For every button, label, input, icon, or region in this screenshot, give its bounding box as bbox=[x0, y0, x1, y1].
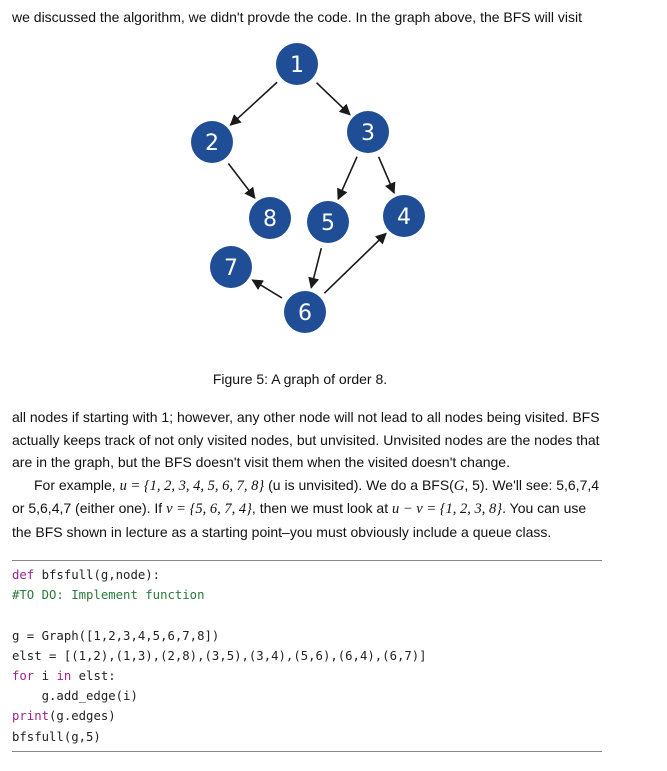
code-block: def bfsfull(g,node): #TO DO: Implement fu… bbox=[12, 565, 427, 747]
edge-3-5 bbox=[337, 156, 358, 201]
code-blank bbox=[12, 605, 427, 625]
keyword-in: in bbox=[56, 669, 72, 684]
node-label-7: 7 bbox=[224, 256, 238, 281]
code-line-graph: g = Graph([1,2,3,4,5,6,7,8]) bbox=[12, 628, 220, 643]
para-line-4-note: (u is unvisited). bbox=[268, 476, 363, 493]
code-line-for: for i in elst: bbox=[12, 666, 427, 686]
node-5: 5 bbox=[307, 201, 349, 243]
para-line-4: For example, u = {1, 2, 3, 4, 5, 6, 7, 8… bbox=[12, 474, 600, 498]
node-2: 2 bbox=[191, 121, 233, 163]
code-rule-bottom bbox=[12, 751, 602, 752]
para-line-4-b: We do a BFS( bbox=[366, 476, 454, 493]
code-print-rest: (g.edges) bbox=[49, 709, 116, 724]
graph-figure: 1 2 3 8 5 4 7 6 bbox=[191, 43, 425, 333]
node-3: 3 bbox=[347, 111, 389, 153]
code-line-def: def bfsfull(g,node): bbox=[12, 565, 427, 585]
node-circle-4 bbox=[383, 195, 425, 237]
math-u-minus-v: u − v = {1, 2, 3, 8} bbox=[392, 501, 503, 517]
paragraph-top: we discussed the algorithm, we didn't pr… bbox=[12, 9, 582, 25]
edge-3-4 bbox=[377, 156, 396, 195]
code-def-rest: bfsfull(g,node): bbox=[34, 568, 161, 582]
para-line-4-c: , 5). We'll see: 5,6,7,4 bbox=[464, 476, 600, 493]
code-for-mid: i bbox=[34, 669, 57, 684]
code-comment: #TO DO: Implement function bbox=[12, 588, 205, 603]
keyword-for: for bbox=[12, 669, 35, 684]
para-line-4-a: For example, bbox=[34, 476, 116, 493]
math-g: G bbox=[453, 477, 465, 494]
code-rule-top bbox=[12, 560, 602, 561]
para-line-5-a: or 5,6,4,7 (either one). If bbox=[12, 500, 163, 516]
code-line-add-edge: g.add_edge(i) bbox=[12, 689, 138, 704]
keyword-print: print bbox=[12, 709, 50, 724]
keyword-def: def bbox=[12, 568, 35, 582]
node-label-2: 2 bbox=[205, 131, 219, 156]
node-8: 8 bbox=[249, 197, 291, 239]
node-circle-5 bbox=[307, 201, 349, 243]
math-u-set: u = {1, 2, 3, 4, 5, 6, 7, 8} bbox=[119, 477, 265, 494]
math-v-set: v = {5, 6, 7, 4} bbox=[166, 501, 252, 517]
node-circle-7 bbox=[210, 246, 252, 288]
para-line-3: are in the graph, but the BFS doesn't vi… bbox=[12, 454, 510, 470]
node-label-3: 3 bbox=[361, 121, 375, 146]
para-line-6: the BFS shown in lecture as a starting p… bbox=[12, 523, 552, 540]
edge-5-6 bbox=[308, 247, 323, 289]
node-circle-8 bbox=[249, 197, 291, 239]
para-line-2: actually keeps track of not only visited… bbox=[12, 431, 600, 448]
node-circle-6 bbox=[284, 291, 326, 333]
node-label-4: 4 bbox=[397, 205, 411, 230]
node-4: 4 bbox=[383, 195, 425, 237]
node-6: 6 bbox=[284, 291, 326, 333]
para-line-5: or 5,6,4,7 (either one). If v = {5, 6, 7… bbox=[12, 497, 600, 521]
para-line-5-c: . You can use bbox=[502, 500, 587, 516]
paragraph-main: all nodes if starting with 1; however, a… bbox=[12, 406, 600, 543]
node-circle-1 bbox=[276, 43, 318, 85]
node-circle-3 bbox=[347, 111, 389, 153]
node-label-5: 5 bbox=[321, 211, 335, 236]
node-label-8: 8 bbox=[263, 207, 277, 232]
code-line-elst: elst = [(1,2),(1,3),(2,8),(3,5),(3,4),(5… bbox=[12, 648, 427, 663]
edge-1-3 bbox=[315, 82, 351, 116]
node-label-6: 6 bbox=[298, 301, 312, 326]
node-7: 7 bbox=[210, 246, 252, 288]
edge-1-2 bbox=[229, 81, 278, 126]
code-line-print: print(g.edges) bbox=[12, 706, 427, 726]
code-for-rest: elst: bbox=[71, 669, 116, 684]
node-label-1: 1 bbox=[290, 53, 304, 78]
edge-2-8 bbox=[227, 162, 256, 200]
edge-6-4 bbox=[323, 232, 387, 294]
code-line-call: bfsfull(g,5) bbox=[12, 729, 101, 744]
para-line-5-b: , then we must look at bbox=[251, 500, 389, 516]
figure-caption: Figure 5: A graph of order 8. bbox=[212, 371, 388, 387]
para-line-1: all nodes if starting with 1; however, a… bbox=[12, 409, 600, 425]
node-circle-2 bbox=[191, 121, 233, 163]
edge-6-7 bbox=[251, 279, 283, 299]
node-1: 1 bbox=[276, 43, 318, 85]
